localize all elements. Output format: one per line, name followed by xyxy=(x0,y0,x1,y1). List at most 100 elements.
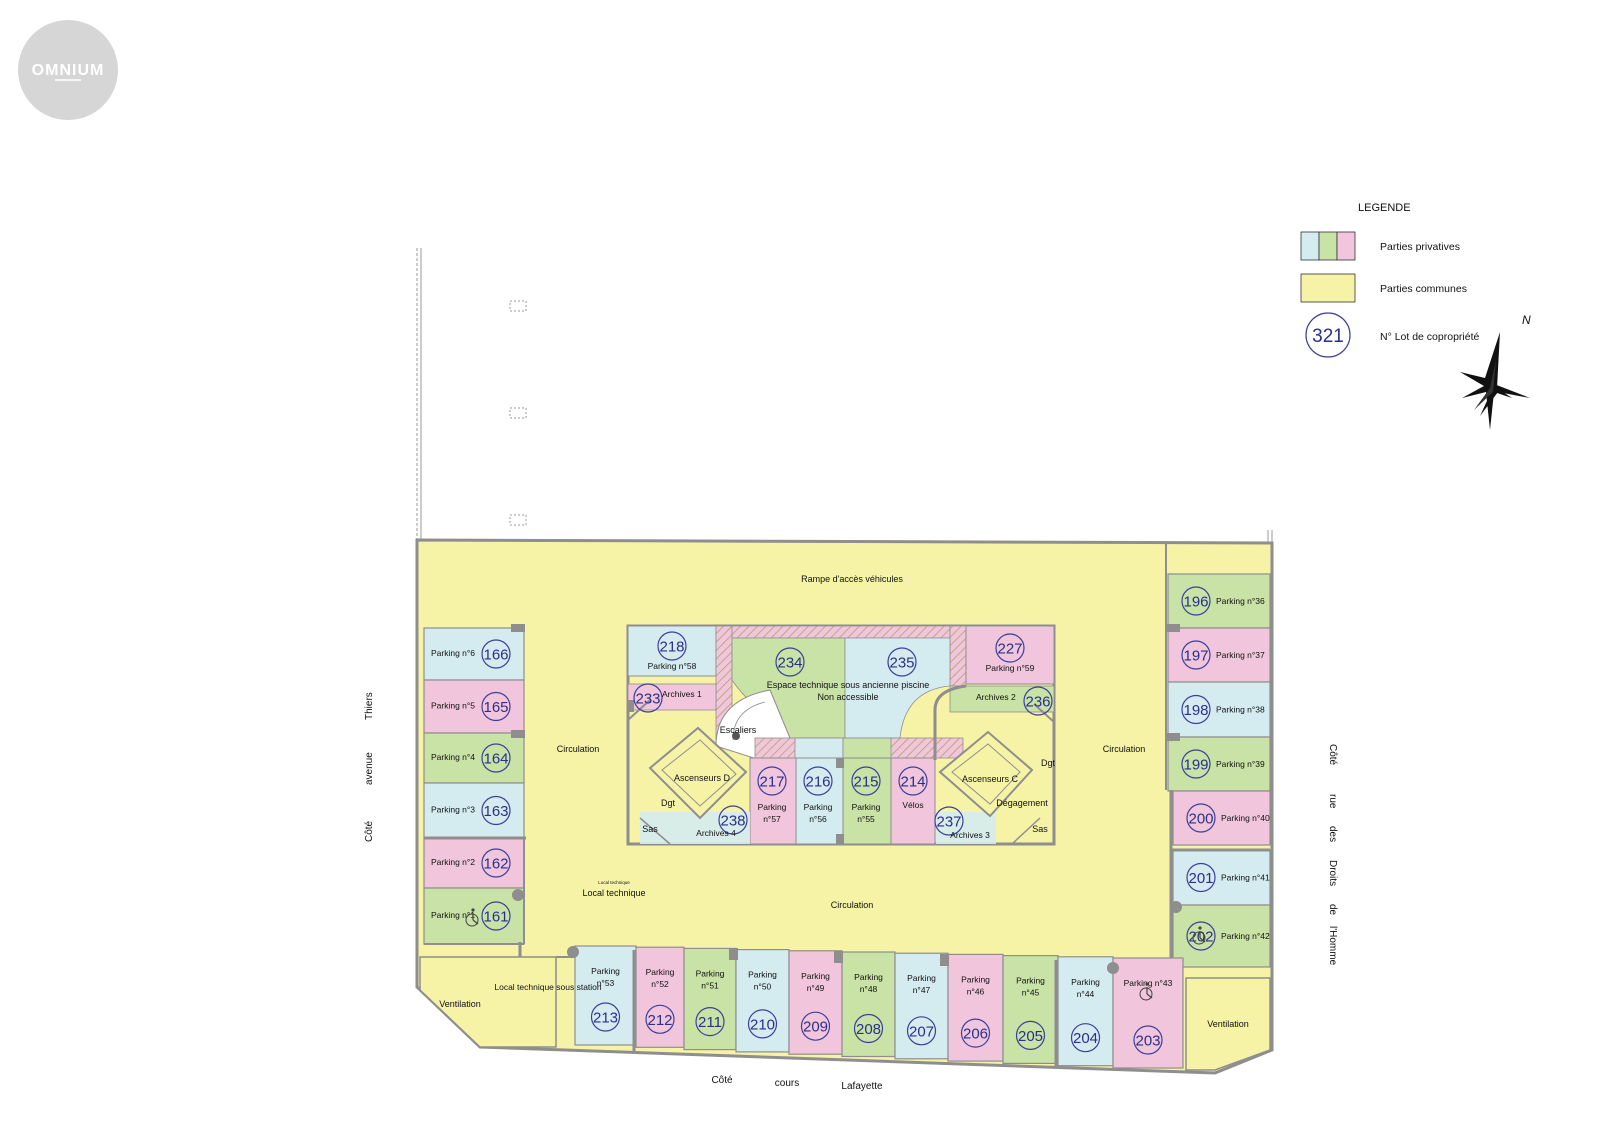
core-lot: 214 xyxy=(898,766,928,796)
parking-left-lot-number: 165 xyxy=(483,699,508,716)
legend-item-lot: 321 N° Lot de copropriété xyxy=(1305,312,1480,358)
parking-bottom-lot-number: 211 xyxy=(698,1014,722,1031)
parking-right-label: Parking n°38 xyxy=(1216,705,1265,715)
non-accessible-label: Non accessible xyxy=(817,692,878,702)
parking-bottom-number-label: n°45 xyxy=(1022,988,1040,998)
legend-item-privatives: Parties privatives xyxy=(1300,231,1460,261)
parking-bottom-label: Parking xyxy=(591,966,620,976)
parking-space-left: Parking n°5 165 xyxy=(423,679,525,734)
ramp-label: Rampe d'accès véhicules xyxy=(801,574,903,584)
street-left: Côté avenue Thiers xyxy=(364,692,375,842)
street-left-word-1: Côté xyxy=(364,820,375,842)
parking-bottom-number-label: n°53 xyxy=(597,978,615,988)
core-lot-number: 236 xyxy=(1025,694,1050,711)
ventilation-left-label: Ventilation xyxy=(439,999,481,1009)
parking-bottom-lot-number: 207 xyxy=(909,1023,934,1040)
parking-right-lot-number: 199 xyxy=(1183,757,1208,774)
parking-bottom-label: Parking xyxy=(854,972,883,982)
parking-left-lot: 161 xyxy=(481,901,511,931)
parking-left-lot-number: 162 xyxy=(483,856,508,873)
core-lot-label: Archives 4 xyxy=(696,828,736,838)
core-lot: 218 xyxy=(657,631,687,661)
parking-bottom-label: Parking xyxy=(696,968,725,978)
local-technique-station-label: Local technique sous station xyxy=(494,982,602,992)
parking-left-label: Parking n°1 xyxy=(431,910,475,920)
parking-bottom-lot: 210 xyxy=(747,1009,778,1039)
street-left-word-3: Thiers xyxy=(364,692,375,720)
parking-left-lot: 163 xyxy=(481,795,511,826)
core-lot-number: 238 xyxy=(720,813,745,830)
parking-bottom-label: Parking xyxy=(801,971,830,981)
legend-item-communes: Parties communes xyxy=(1300,273,1467,303)
parking-left-lot: 162 xyxy=(481,848,511,878)
espace-technique-label: Espace technique sous ancienne piscine xyxy=(767,680,930,690)
parking-right-lot-number: 201 xyxy=(1188,870,1213,887)
parking-bottom-label: Parking xyxy=(961,974,990,984)
parking-bottom-label: Parking xyxy=(1071,977,1100,987)
core-lot-label: Vélos xyxy=(902,800,923,810)
street-right-word-4: Droits xyxy=(1327,860,1338,886)
parking-right-lot-number: 197 xyxy=(1183,648,1208,665)
parking-left-label: Parking n°6 xyxy=(431,648,475,658)
core-lot-label: Archives 3 xyxy=(950,830,990,840)
core-lot: 234 xyxy=(775,647,805,677)
wheelchair-icon xyxy=(1139,982,1153,1001)
ascenseurs-c-label: Ascenseurs C xyxy=(962,774,1019,784)
parking-right-lot: 197 xyxy=(1181,640,1211,670)
core-lot-number-label: n°57 xyxy=(763,814,781,824)
parking-left-lot: 166 xyxy=(481,639,511,669)
core-lot-label: Parking xyxy=(758,802,787,812)
parking-right-lot-number: 200 xyxy=(1188,811,1213,828)
parking-bottom-lot-number: 210 xyxy=(750,1016,775,1033)
parking-bottom-lot: 209 xyxy=(800,1011,831,1041)
parking-bottom-label: Parking xyxy=(907,973,936,983)
legend: LEGENDE Parties privatives Parties commu… xyxy=(1300,202,1531,430)
parking-right-label: Parking n°39 xyxy=(1216,759,1265,769)
parking-space-left: Parking n°6 166 xyxy=(423,627,525,681)
sas-right-label: Sas xyxy=(1032,824,1048,834)
circulation-right-label: Circulation xyxy=(1103,744,1146,754)
parking-bottom-lot: 203 xyxy=(1133,1025,1163,1055)
parking-bottom-number-label: n°49 xyxy=(807,983,825,993)
parking-right-lot: 198 xyxy=(1181,694,1211,725)
local-technique-small-label: Local technique xyxy=(598,880,630,885)
parking-right-label: Parking n°42 xyxy=(1221,931,1270,941)
dgt-left-label: Dgt xyxy=(661,798,676,808)
parking-space-right: 199 Parking n°39 xyxy=(1167,736,1271,792)
street-right-word-5: de xyxy=(1327,904,1338,916)
parking-right-lot-number: 198 xyxy=(1183,702,1208,719)
local-technique-label: Local technique xyxy=(582,888,645,898)
parking-bottom-lot-number: 205 xyxy=(1018,1028,1043,1045)
legend-lot-sample: 321 xyxy=(1312,326,1344,347)
parking-bottom-lot-number: 209 xyxy=(803,1019,828,1036)
core-lot-label: Parking xyxy=(852,802,881,812)
legend-label-lot: N° Lot de copropriété xyxy=(1380,331,1480,343)
street-right-word-1: Côté xyxy=(1327,744,1338,766)
core-lot: 238 xyxy=(718,805,748,835)
parking-bottom-lot: 205 xyxy=(1015,1020,1046,1051)
parking-left-lot-number: 163 xyxy=(483,803,508,820)
sas-left-label: Sas xyxy=(642,824,658,834)
core-labels: Espace technique sous ancienne piscine N… xyxy=(642,680,1055,834)
street-left-word-2: avenue xyxy=(364,752,375,785)
core-lot: 236 xyxy=(1023,686,1053,716)
parking-bottom-lot: 206 xyxy=(960,1018,991,1048)
parking-left-lot-number: 164 xyxy=(483,751,508,768)
parking-right-lot: 200 xyxy=(1186,803,1216,833)
core-lot-label: Archives 1 xyxy=(662,689,702,699)
core-lot: 217 xyxy=(757,766,787,796)
parking-bottom-number-label: n°47 xyxy=(913,985,931,995)
street-right-word-6: l'Homme xyxy=(1327,926,1338,966)
parking-left-label: Parking n°5 xyxy=(431,701,475,711)
parking-space-left: Parking n°1 161 xyxy=(423,887,525,945)
parking-right-lot: 199 xyxy=(1181,749,1211,779)
